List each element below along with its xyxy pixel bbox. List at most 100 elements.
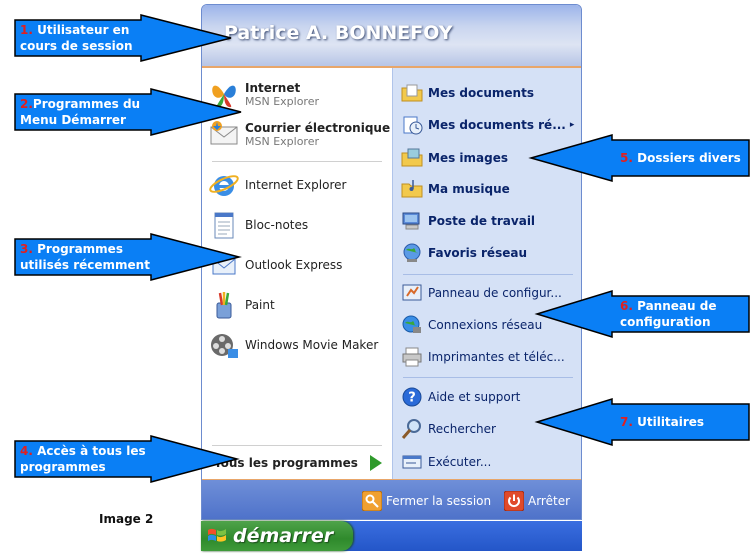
callout-text: 4. Accès à tous les programmes [20, 443, 146, 475]
network-places-icon [403, 243, 421, 262]
power-icon [504, 491, 524, 511]
shutdown-label: Arrêter [528, 494, 571, 508]
place-network-places[interactable]: Favoris réseau [401, 242, 579, 264]
utility-help-support[interactable]: ? Aide et support [401, 386, 579, 408]
callout-line: utilisés récemment [20, 258, 150, 272]
recent-item-movie-maker[interactable]: Windows Movie Maker [208, 329, 388, 361]
paint-icon [216, 292, 232, 319]
windows-logo-icon [208, 528, 226, 542]
callout-line: Programmes du [32, 97, 141, 111]
taskbar: démarrer [201, 521, 582, 551]
setting-control-panel[interactable]: Panneau de configur... [401, 282, 579, 304]
recent-item-notepad[interactable]: Bloc-notes [208, 209, 388, 241]
all-programs-label: Tous les programmes [214, 456, 358, 470]
control-panel-icon [402, 284, 422, 301]
pinned-title: Courrier électronique [245, 120, 391, 135]
setting-label: Connexions réseau [428, 318, 543, 332]
svg-text:?: ? [408, 391, 416, 406]
mail-envelope-icon [210, 121, 238, 145]
callout-line: Accès à tous les [37, 444, 146, 458]
callout-line: configuration [620, 315, 711, 329]
callout-text: 6. Panneau de configuration [620, 298, 716, 330]
callout-number: 5. [620, 151, 633, 165]
utility-label: Aide et support [428, 390, 521, 404]
place-label: Mes documents [428, 86, 534, 100]
user-name: Patrice A. BONNEFOY [224, 22, 453, 44]
callout-line: Utilisateur en [37, 23, 130, 37]
places-column: Mes documents Mes documents ré... ▸ Mes … [392, 68, 581, 479]
start-label: démarrer [233, 525, 334, 547]
setting-label: Imprimantes et téléc... [428, 350, 565, 364]
separator [212, 161, 382, 162]
internet-explorer-icon [209, 175, 239, 196]
green-arrow-icon [365, 452, 384, 474]
menu-header: Patrice A. BONNEFOY [202, 5, 581, 68]
logoff-button[interactable]: Fermer la session [362, 491, 491, 511]
callout-line: Programmes [37, 242, 123, 256]
folder-music-icon [401, 180, 423, 198]
callout-number: 2. [20, 97, 33, 111]
printer-icon [402, 347, 422, 367]
search-icon [401, 419, 421, 439]
callout-line: cours de session [20, 39, 133, 53]
folder-pictures-icon [401, 148, 423, 167]
place-recent-documents[interactable]: Mes documents ré... ▸ [401, 114, 579, 136]
setting-printers[interactable]: Imprimantes et téléc... [401, 346, 579, 368]
setting-network-connections[interactable]: Connexions réseau [401, 314, 579, 336]
separator [212, 445, 382, 446]
separator [403, 274, 573, 275]
pinned-subtitle: MSN Explorer [245, 94, 319, 108]
place-label: Favoris réseau [428, 246, 527, 260]
help-icon: ? [402, 387, 422, 407]
recent-label: Internet Explorer [245, 178, 347, 192]
image-caption: Image 2 [99, 512, 154, 526]
callout-number: 4. [20, 444, 33, 458]
callout-arrow [528, 134, 750, 182]
utility-run[interactable]: Exécuter... [401, 451, 579, 473]
callout-text: 1. Utilisateur en cours de session [20, 22, 133, 54]
callout-arrow [14, 435, 240, 483]
place-my-computer[interactable]: Poste de travail [401, 210, 579, 232]
menu-footer: Fermer la session Arrêter [202, 479, 581, 519]
callout-arrow [14, 233, 242, 281]
place-label: Mes images [428, 151, 508, 165]
pinned-title: Internet [245, 80, 301, 95]
utility-label: Rechercher [428, 422, 496, 436]
place-my-documents[interactable]: Mes documents [401, 82, 579, 104]
callout-arrow [14, 88, 242, 136]
callout-number: 1. [20, 23, 33, 37]
recent-item-internet-explorer[interactable]: Internet Explorer [208, 169, 388, 201]
place-label: Ma musique [428, 182, 510, 196]
start-button[interactable]: démarrer [201, 521, 353, 551]
run-icon [402, 455, 422, 469]
folder-documents-icon [401, 84, 423, 102]
callout-number: 6. [620, 299, 633, 313]
msn-butterfly-icon [212, 85, 236, 108]
setting-label: Panneau de configur... [428, 286, 562, 300]
recent-label: Outlook Express [245, 258, 343, 272]
key-icon [362, 491, 382, 511]
utility-search[interactable]: Rechercher [401, 418, 579, 440]
pinned-subtitle: MSN Explorer [245, 134, 319, 148]
callout-arrow [534, 397, 750, 447]
all-programs-button[interactable]: Tous les programmes [214, 451, 384, 475]
callout-number: 7. [620, 415, 633, 429]
notepad-icon [214, 212, 234, 239]
callout-line: Panneau de [637, 299, 717, 313]
shutdown-button[interactable]: Arrêter [504, 491, 570, 511]
recent-label: Paint [245, 298, 275, 312]
place-my-pictures[interactable]: Mes images [401, 147, 579, 169]
recent-item-paint[interactable]: Paint [208, 289, 388, 321]
callout-line: programmes [20, 460, 106, 474]
callout-line: Dossiers divers [637, 151, 741, 165]
place-my-music[interactable]: Ma musique [401, 178, 579, 200]
network-connections-icon [402, 315, 421, 333]
utility-label: Exécuter... [428, 455, 492, 469]
movie-maker-icon [211, 334, 238, 358]
